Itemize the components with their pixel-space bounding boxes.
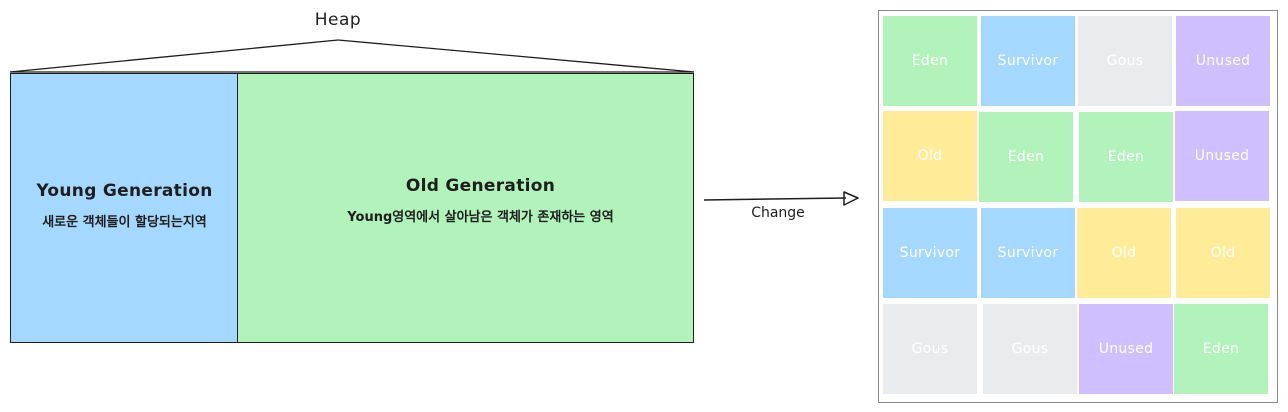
region-cell-eden: Eden bbox=[1079, 112, 1173, 202]
region-cell-eden: Eden bbox=[1174, 304, 1268, 394]
region-cell-eden: Eden bbox=[979, 112, 1073, 202]
old-generation-description: Young영역에서 살아남은 객체가 존재하는 영역 bbox=[347, 209, 614, 225]
region-cell-survivor: Survivor bbox=[883, 208, 977, 298]
heap-label: Heap bbox=[314, 10, 362, 30]
change-arrow-label: Change bbox=[751, 205, 805, 221]
region-cell-unused: Unused bbox=[1176, 16, 1270, 106]
region-cell-unused: Unused bbox=[1079, 304, 1173, 394]
change-arrow-shaft bbox=[703, 197, 847, 201]
region-cell-gous: Gous bbox=[1078, 16, 1172, 106]
region-cell-eden: Eden bbox=[883, 16, 977, 106]
region-cell-survivor: Survivor bbox=[981, 208, 1075, 298]
young-generation-box: Young Generation 새로운 객체들이 할당되는지역 bbox=[10, 73, 239, 343]
region-cell-old: Old bbox=[1176, 208, 1270, 298]
region-cell-gous: Gous bbox=[983, 304, 1077, 394]
old-generation-title: Old Generation bbox=[405, 175, 556, 196]
region-cell-survivor: Survivor bbox=[981, 16, 1075, 106]
heap-bracket-left bbox=[9, 39, 339, 73]
change-arrow-head bbox=[843, 191, 859, 206]
heap-bracket-right bbox=[337, 39, 695, 73]
young-generation-description: 새로운 객체들이 할당되는지역 bbox=[42, 214, 207, 230]
region-cell-gous: Gous bbox=[883, 304, 977, 394]
old-generation-box: Old Generation Young영역에서 살아남은 객체가 존재하는 영… bbox=[237, 73, 694, 343]
region-cell-old: Old bbox=[1077, 208, 1171, 298]
young-generation-title: Young Generation bbox=[36, 180, 213, 201]
region-cell-old: Old bbox=[883, 111, 977, 201]
region-cell-unused: Unused bbox=[1175, 111, 1269, 201]
